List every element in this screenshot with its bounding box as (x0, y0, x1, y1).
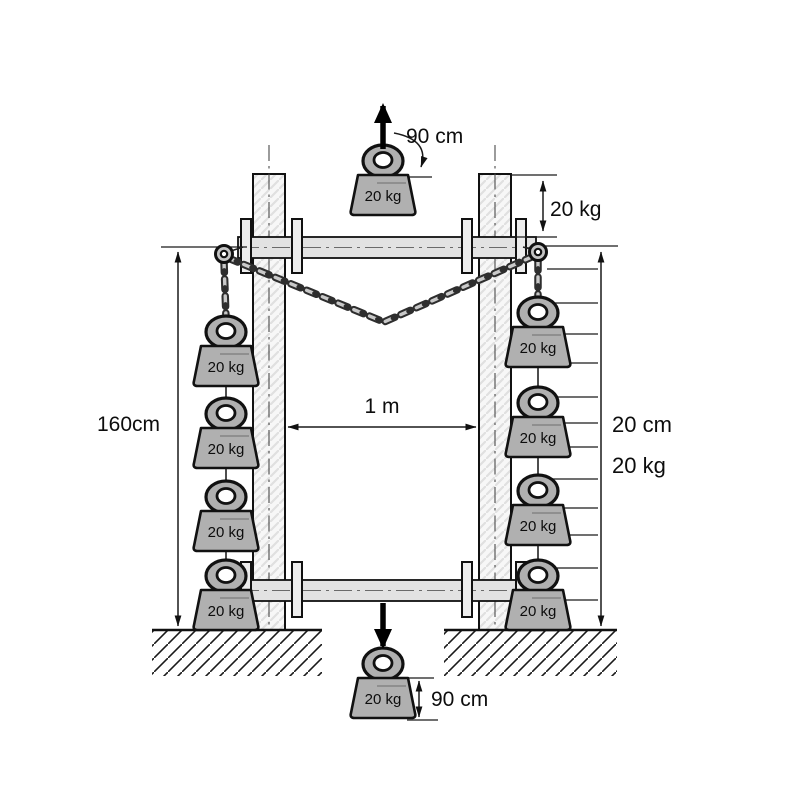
weight-label: 20 kg (365, 691, 402, 708)
weight-top-center: 20 kg (349, 143, 417, 217)
weight-bottom-center: 20 kg (349, 646, 417, 720)
weight-label: 20 kg (520, 603, 557, 620)
dim-label-160cm: 160cm (97, 413, 160, 436)
hook-ring-right (528, 242, 548, 262)
dim-label-20kg-top: 20 kg (550, 198, 601, 221)
dim-label-90cm-bottom: 90 cm (431, 688, 488, 711)
weight-left-2: 20 kg (192, 396, 260, 470)
weight-label: 20 kg (208, 603, 245, 620)
weight-label: 20 kg (520, 430, 557, 447)
weight-right-4: 20 kg (504, 558, 572, 632)
beam-collar (291, 218, 303, 274)
ground-hatch-right (444, 631, 617, 676)
weight-right-3: 20 kg (504, 473, 572, 547)
weight-left-3: 20 kg (192, 479, 260, 553)
beam-collar (515, 218, 527, 274)
dim-label-1m: 1 m (364, 395, 399, 418)
weight-right-1: 20 kg (504, 295, 572, 369)
beam-collar (291, 561, 303, 618)
weight-left-1: 20 kg (192, 314, 260, 388)
weight-right-2: 20 kg (504, 385, 572, 459)
chain-drape (224, 252, 538, 327)
ground-hatch-left (152, 631, 322, 676)
beam-collar (461, 218, 473, 274)
weight-label: 20 kg (208, 441, 245, 458)
weight-left-4: 20 kg (192, 558, 260, 632)
dim-label-20cm: 20 cm (612, 412, 672, 437)
chain-left-drop (220, 258, 230, 322)
dim-arc-90cm-top (393, 132, 428, 168)
dim-label-90cm-top: 90 cm (406, 125, 463, 148)
weight-label: 20 kg (520, 518, 557, 535)
dim-label-20kg-right: 20 kg (612, 453, 666, 478)
weight-label: 20 kg (520, 340, 557, 357)
hook-ring-left (214, 244, 234, 264)
weight-label: 20 kg (365, 188, 402, 205)
beam-collar (461, 561, 473, 618)
beam-collar (240, 218, 252, 274)
weight-label: 20 kg (208, 359, 245, 376)
weight-label: 20 kg (208, 524, 245, 541)
